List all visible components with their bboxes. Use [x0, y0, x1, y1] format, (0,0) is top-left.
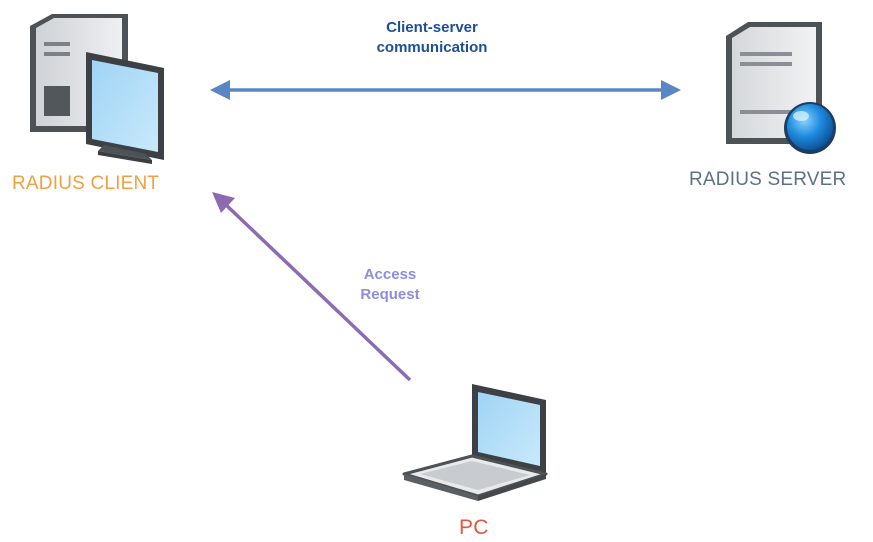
access-request-edge-label: Access Request: [340, 265, 440, 305]
client-server-edge-label: Client-server communication: [357, 18, 507, 58]
desktop-computer-icon: [30, 14, 164, 164]
client-server-arrow: [210, 80, 681, 100]
pc-label: PC: [459, 516, 489, 539]
access-request-arrow: [212, 192, 412, 382]
laptop-icon: [402, 384, 548, 501]
access-request-label-line2: Request: [360, 286, 420, 303]
client-server-label-line2: communication: [376, 39, 488, 56]
radius-server-label: RADIUS SERVER: [689, 169, 847, 190]
access-request-label-line1: Access: [363, 266, 417, 283]
server-with-globe-icon: [726, 22, 836, 154]
radius-client-label: RADIUS CLIENT: [12, 173, 160, 194]
client-server-label-line1: Client-server: [386, 19, 478, 36]
